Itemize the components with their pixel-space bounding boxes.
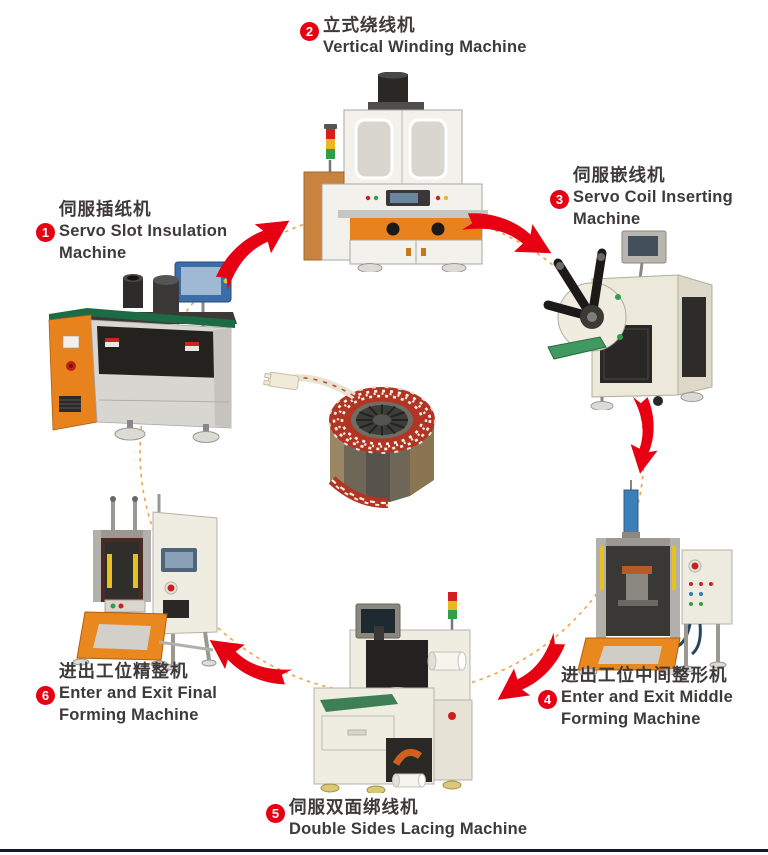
bottom-divider-rule <box>0 849 768 852</box>
vertical-winding-machine-image <box>298 72 503 272</box>
station-label-2: 2 立式绕线机 Vertical Winding Machine <box>300 14 527 58</box>
station-2-number-badge: 2 <box>300 22 319 41</box>
station-4-name-en-line: Enter and Exit Middle <box>561 688 733 706</box>
station-6-name-en-line: Forming Machine <box>59 706 199 724</box>
station-4-number-badge: 4 <box>538 690 557 709</box>
station-2-name-en-line: Vertical Winding Machine <box>323 38 527 56</box>
station-6-number-badge: 6 <box>36 686 55 705</box>
flow-arrow-3-to-4 <box>630 396 658 474</box>
station-1-name-en-line: Servo Slot Insulation <box>59 222 228 240</box>
station-6-name-zh: 进出工位精整机 <box>59 661 189 681</box>
flow-arrow-2-to-3 <box>461 213 552 254</box>
flow-arrow-5-to-6 <box>209 640 293 685</box>
flow-arrow-1-to-2 <box>215 220 290 290</box>
station-1-name-zh: 伺服插纸机 <box>59 199 152 219</box>
station-label-3: 3 伺服嵌线机 Servo Coil Inserting Machine <box>550 164 733 230</box>
station-1-name-en-line: Machine <box>59 244 127 262</box>
station-label-6: 6 进出工位精整机 Enter and Exit Final Forming M… <box>36 660 217 726</box>
station-4-name-en-line: Forming Machine <box>561 710 701 728</box>
servo-coil-inserting-machine-image <box>540 225 725 410</box>
servo-slot-insulation-machine-image <box>35 250 240 445</box>
station-3-name-zh: 伺服嵌线机 <box>573 165 666 185</box>
station-label-5: 5 伺服双面绑线机 Double Sides Lacing Machine <box>266 796 527 840</box>
station-2-name-zh: 立式绕线机 <box>323 15 416 35</box>
station-5-number-badge: 5 <box>266 804 285 823</box>
station-3-number-badge: 3 <box>550 190 569 209</box>
station-6-name-en-line: Enter and Exit Final <box>59 684 218 702</box>
station-5-name-zh: 伺服双面绑线机 <box>289 797 419 817</box>
station-3-name-en-line: Machine <box>573 210 641 228</box>
enter-and-exit-middle-forming-machine-image <box>560 480 740 675</box>
station-5-name-en-line: Double Sides Lacing Machine <box>289 820 528 838</box>
station-label-1: 1 伺服插纸机 Servo Slot Insulation Machine <box>36 198 227 264</box>
station-label-4: 4 进出工位中间整形机 Enter and Exit Middle Formin… <box>538 664 733 730</box>
station-3-name-en-line: Servo Coil Inserting <box>573 188 733 206</box>
flow-arrow-4-to-5 <box>497 632 566 700</box>
double-sides-lacing-machine-image <box>300 588 485 793</box>
station-4-name-zh: 进出工位中间整形机 <box>561 665 728 685</box>
motor-stator-image <box>258 362 448 512</box>
station-1-number-badge: 1 <box>36 223 55 242</box>
enter-and-exit-final-forming-machine-image <box>55 492 235 672</box>
